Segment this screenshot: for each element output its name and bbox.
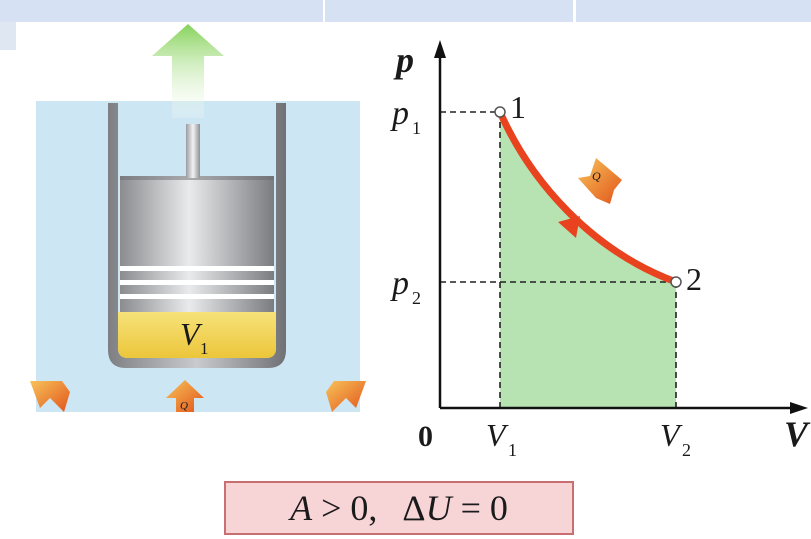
top-strip — [0, 0, 811, 50]
point-1-label: 1 — [510, 89, 526, 125]
piston-rod — [186, 124, 200, 178]
formula-box: A > 0, Δ U = 0 — [224, 481, 574, 535]
heat-label: Q — [180, 400, 188, 412]
y-axis-arrow-icon — [434, 40, 446, 58]
v1-label: V — [486, 417, 509, 453]
state-point-1 — [494, 106, 506, 118]
piston-ring — [120, 294, 274, 299]
x-axis-arrow-icon — [790, 402, 808, 414]
curve-direction-arrow-icon — [558, 216, 580, 238]
p2-subscript: 2 — [412, 288, 421, 308]
graph-heat-label: Q — [592, 169, 601, 183]
p2-label: p — [390, 265, 409, 302]
header-tile — [0, 0, 323, 22]
heat-arrow-icon — [166, 380, 204, 412]
formula-middle: > 0, Δ — [312, 488, 426, 528]
formula-internal-energy: U — [425, 488, 452, 528]
header-tile-shadow — [0, 22, 16, 50]
x-axis-label: V — [784, 414, 811, 454]
header-tile — [576, 0, 811, 22]
formula-work: A — [290, 488, 313, 528]
heat-arrow-icon — [30, 381, 70, 412]
v2-label: V — [660, 417, 683, 453]
v2-subscript: 2 — [682, 440, 691, 460]
volume-label: V — [180, 316, 203, 352]
header-tile — [325, 0, 573, 22]
v1-subscript: 1 — [508, 440, 517, 460]
heat-arrow-icon — [326, 381, 366, 412]
origin-label: 0 — [418, 420, 433, 453]
p1-subscript: 1 — [412, 118, 421, 138]
y-axis-label: p — [393, 40, 414, 80]
point-2-label: 2 — [686, 261, 702, 297]
volume-subscript: 1 — [200, 339, 209, 358]
p1-label: p — [390, 95, 409, 132]
work-arrow-icon — [152, 24, 224, 118]
piston-ring — [120, 266, 274, 271]
piston-ring — [120, 280, 274, 285]
isotherm-curve — [496, 108, 680, 286]
graph-heat-arrow-icon — [578, 158, 622, 204]
gas-volume — [118, 312, 276, 358]
state-point-2 — [670, 276, 682, 288]
piston — [120, 176, 274, 312]
formula-end: = 0 — [451, 488, 508, 528]
